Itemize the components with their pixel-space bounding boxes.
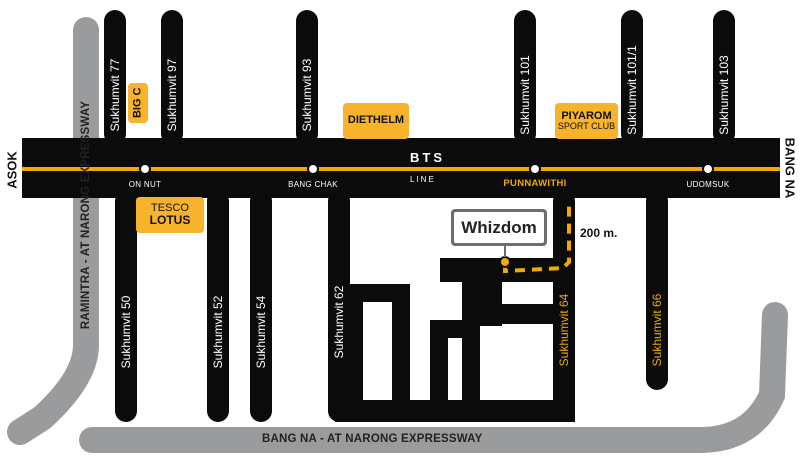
station-marker-on-nut <box>139 163 151 175</box>
poi-tesco-lotus: TESCO LOTUS <box>136 197 204 233</box>
soi-label-50: Sukhumvit 50 <box>119 295 133 369</box>
poi-diethelm: DIETHELM <box>343 103 409 139</box>
north-road-97 <box>161 10 183 145</box>
soi-label-97: Sukhumvit 97 <box>165 58 179 132</box>
ramintra-expressway <box>7 17 99 445</box>
station-label-udomsuk: UDOMSUK <box>686 180 730 189</box>
poi-piyarom: PIYAROM SPORT CLUB <box>555 103 618 139</box>
south-road-52 <box>207 190 229 422</box>
station-label-bang-chak: BANG CHAK <box>288 180 338 189</box>
poi-diethelm-label: DIETHELM <box>347 114 405 127</box>
bang-na-expressway <box>79 302 788 453</box>
bts-rail-line <box>22 167 780 171</box>
edge-label-asok: ASOK <box>4 151 20 189</box>
station-label-on-nut: ON NUT <box>128 180 162 189</box>
walking-route <box>503 203 571 274</box>
station-label-punnawithi: PUNNAWITHI <box>503 178 567 189</box>
station-markers <box>139 163 714 175</box>
north-road-101-1 <box>621 10 643 145</box>
south-road-54 <box>250 190 272 422</box>
poi-big-c: BIG C <box>128 83 148 123</box>
expressway-label-west: RAMINTRA - AT NARONG EXPRESSWAY <box>80 100 92 330</box>
south-road-62 <box>328 190 350 422</box>
poi-lotus-label: LOTUS <box>149 213 191 228</box>
soi-label-77: Sukhumvit 77 <box>108 58 122 132</box>
south-road-66 <box>646 190 668 390</box>
north-road-101 <box>514 10 536 145</box>
poi-piyarom-label: PIYAROM <box>561 109 612 122</box>
soi-label-64: Sukhumvit 64 <box>557 293 571 367</box>
soi-label-101: Sukhumvit 101 <box>518 55 532 135</box>
station-marker-udomsuk <box>702 163 714 175</box>
soi-label-62: Sukhumvit 62 <box>332 285 346 359</box>
soi-label-101-1: Sukhumvit 101/1 <box>625 45 639 135</box>
poi-piyarom-sub: SPORT CLUB <box>557 121 616 132</box>
poi-big-c-label: BIG C <box>131 87 144 119</box>
bts-title: BTS <box>410 150 445 165</box>
destination-pin <box>499 256 511 268</box>
north-road-77 <box>104 10 126 145</box>
soi-label-66: Sukhumvit 66 <box>650 293 664 367</box>
station-marker-punnawithi <box>529 163 541 175</box>
destination-marker[interactable]: Whizdom <box>451 209 547 246</box>
destination-name: Whizdom <box>454 212 544 243</box>
south-road-50 <box>115 190 137 422</box>
north-road-93 <box>296 10 318 145</box>
soi-label-54: Sukhumvit 54 <box>254 295 268 369</box>
soi-label-52: Sukhumvit 52 <box>211 295 225 369</box>
station-marker-bang-chak <box>307 163 319 175</box>
expressway-label-south: BANG NA - AT NARONG EXPRESSWAY <box>262 433 483 445</box>
soi-label-93: Sukhumvit 93 <box>300 58 314 132</box>
north-road-103 <box>713 10 735 145</box>
bts-subtitle: LINE <box>410 175 436 184</box>
inner-streets <box>335 258 575 422</box>
edge-label-bang-na: BANG NA <box>782 137 798 199</box>
soi-label-103: Sukhumvit 103 <box>717 55 731 135</box>
walking-distance: 200 m. <box>580 226 618 240</box>
poi-tesco-label: TESCO <box>151 201 189 214</box>
